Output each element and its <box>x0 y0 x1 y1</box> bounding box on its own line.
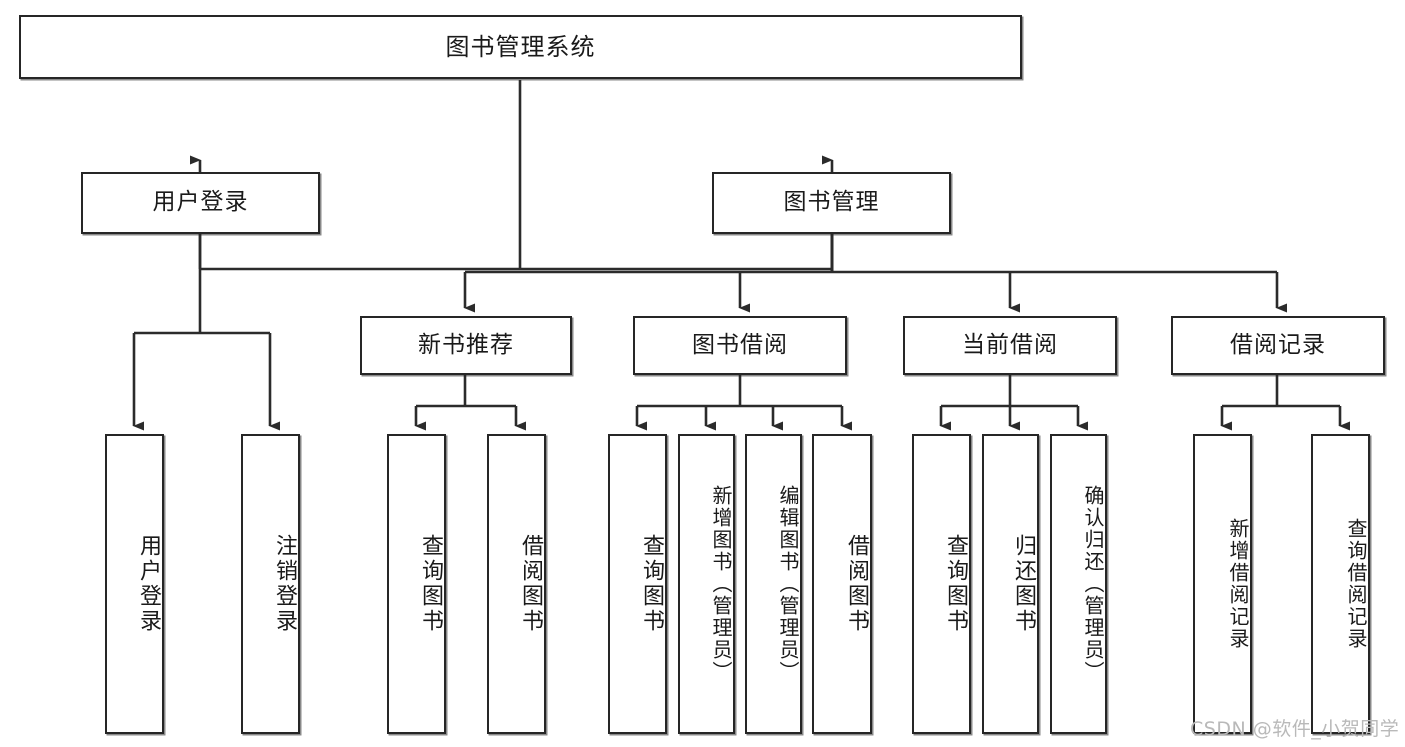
node-book-borrow-label: 图书借阅 <box>692 331 788 358</box>
node-book-borrow[interactable]: 图书借阅 <box>633 316 847 375</box>
node-new-book-recommend-label: 新书推荐 <box>418 331 514 358</box>
leaf-label: 查询图书 <box>639 534 664 634</box>
leaf-label: 查询图书 <box>418 534 443 634</box>
node-root-book-management-system[interactable]: 图书管理系统 <box>19 15 1022 79</box>
leaf-borrow-record-add-record[interactable]: 新增借阅记录 <box>1193 434 1252 734</box>
leaf-label: 查询借阅记录 <box>1344 518 1368 650</box>
node-current-borrow[interactable]: 当前借阅 <box>903 316 1117 375</box>
leaf-book-borrow-query-book[interactable]: 查询图书 <box>608 434 667 734</box>
leaf-current-borrow-return-book[interactable]: 归还图书 <box>982 434 1039 734</box>
node-book-management-label: 图书管理 <box>783 189 880 216</box>
leaf-user-login-logout[interactable]: 注销登录 <box>241 434 300 734</box>
leaf-label: 编辑图书（管理员） <box>776 485 800 683</box>
node-borrow-record-label: 借阅记录 <box>1230 331 1326 358</box>
leaf-current-borrow-query-book[interactable]: 查询图书 <box>912 434 971 734</box>
leaf-book-borrow-edit-book-admin[interactable]: 编辑图书（管理员） <box>745 434 802 734</box>
node-current-borrow-label: 当前借阅 <box>962 331 1058 358</box>
leaf-label: 归还图书 <box>1011 534 1036 634</box>
node-user-login-label: 用户登录 <box>152 189 249 216</box>
node-borrow-record[interactable]: 借阅记录 <box>1171 316 1385 375</box>
leaf-book-borrow-borrow-book[interactable]: 借阅图书 <box>812 434 872 734</box>
leaf-label: 新增借阅记录 <box>1226 518 1250 650</box>
csdn-watermark: CSDN @软件_小贺同学 <box>1190 718 1400 740</box>
node-new-book-recommend[interactable]: 新书推荐 <box>360 316 572 375</box>
leaf-label: 新增图书（管理员） <box>709 485 733 683</box>
leaf-borrow-record-query-record[interactable]: 查询借阅记录 <box>1311 434 1370 734</box>
node-user-login[interactable]: 用户登录 <box>81 172 320 234</box>
leaf-label: 确认归还（管理员） <box>1081 485 1105 683</box>
leaf-label: 借阅图书 <box>518 534 543 634</box>
leaf-current-borrow-confirm-return-admin[interactable]: 确认归还（管理员） <box>1050 434 1107 734</box>
leaf-label: 用户登录 <box>136 534 161 634</box>
leaf-new-book-query-book[interactable]: 查询图书 <box>387 434 446 734</box>
leaf-label: 注销登录 <box>272 534 297 634</box>
leaf-new-book-borrow-book[interactable]: 借阅图书 <box>487 434 546 734</box>
leaf-label: 借阅图书 <box>844 534 869 634</box>
leaf-book-borrow-add-book-admin[interactable]: 新增图书（管理员） <box>678 434 735 734</box>
node-root-label: 图书管理系统 <box>445 32 596 61</box>
leaf-user-login-login[interactable]: 用户登录 <box>105 434 164 734</box>
node-book-management[interactable]: 图书管理 <box>712 172 951 234</box>
leaf-label: 查询图书 <box>943 534 968 634</box>
